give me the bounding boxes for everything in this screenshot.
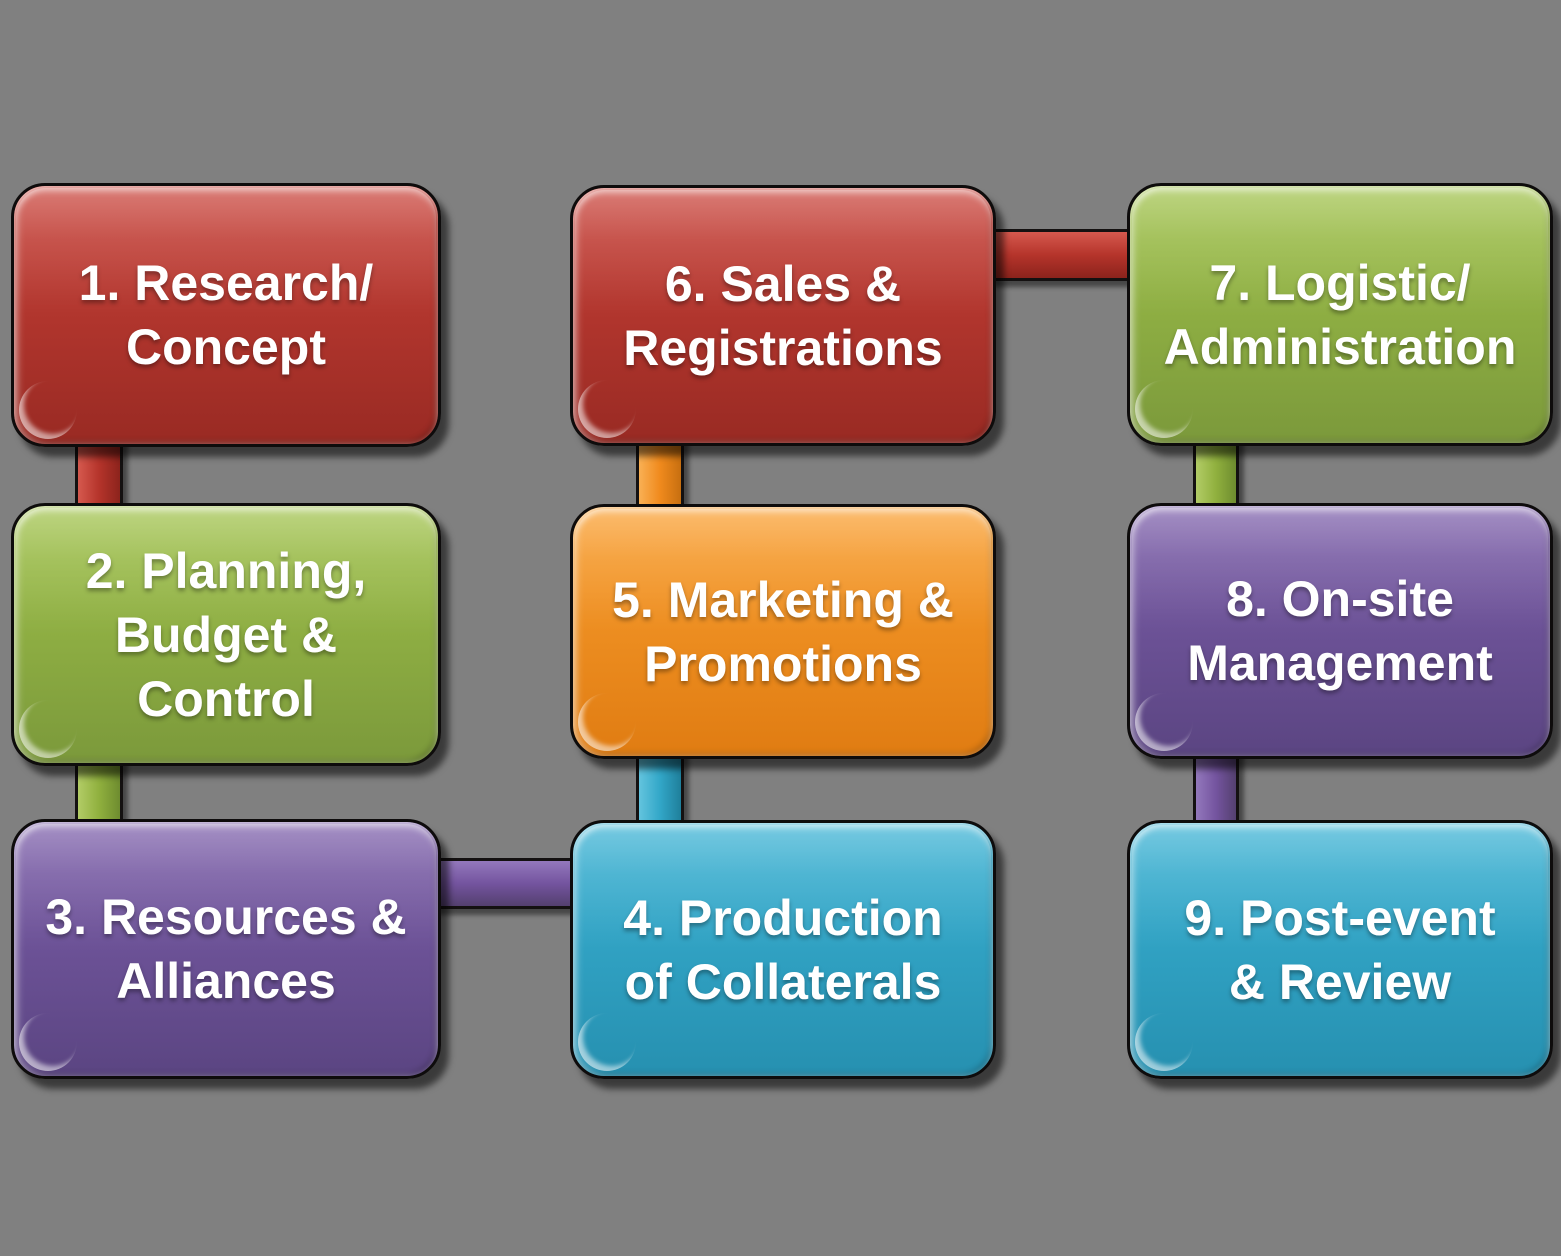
step-label: 9. Post-event & Review: [1184, 889, 1496, 1010]
step-label: 7. Logistic/ Administration: [1163, 254, 1517, 375]
process-step-7-logistic-administration: 7. Logistic/ Administration: [1127, 183, 1553, 446]
step-label: 6. Sales & Registrations: [623, 255, 943, 376]
process-step-6-sales-registrations: 6. Sales & Registrations: [570, 185, 996, 446]
process-step-2-planning-budget-control: 2. Planning, Budget & Control: [11, 503, 441, 766]
step-label: 5. Marketing & Promotions: [612, 571, 954, 692]
connector-6-7: [970, 229, 1148, 281]
step-label: 8. On-site Management: [1187, 571, 1493, 691]
step-label: 3. Resources & Alliances: [45, 889, 407, 1009]
process-step-8-on-site-management: 8. On-site Management: [1127, 503, 1553, 759]
process-step-9-post-event-review: 9. Post-event & Review: [1127, 820, 1553, 1079]
process-step-4-production-of-collaterals: 4. Production of Collaterals: [570, 820, 996, 1079]
step-label: 4. Production of Collaterals: [623, 889, 943, 1010]
process-step-5-marketing-promotions: 5. Marketing & Promotions: [570, 504, 996, 759]
step-label: 1. Research/ Concept: [78, 255, 374, 375]
step-label: 2. Planning, Budget & Control: [85, 542, 367, 727]
process-step-1-research-concept: 1. Research/ Concept: [11, 183, 441, 447]
process-step-3-resources-alliances: 3. Resources & Alliances: [11, 819, 441, 1079]
connector-3-4: [415, 858, 591, 909]
